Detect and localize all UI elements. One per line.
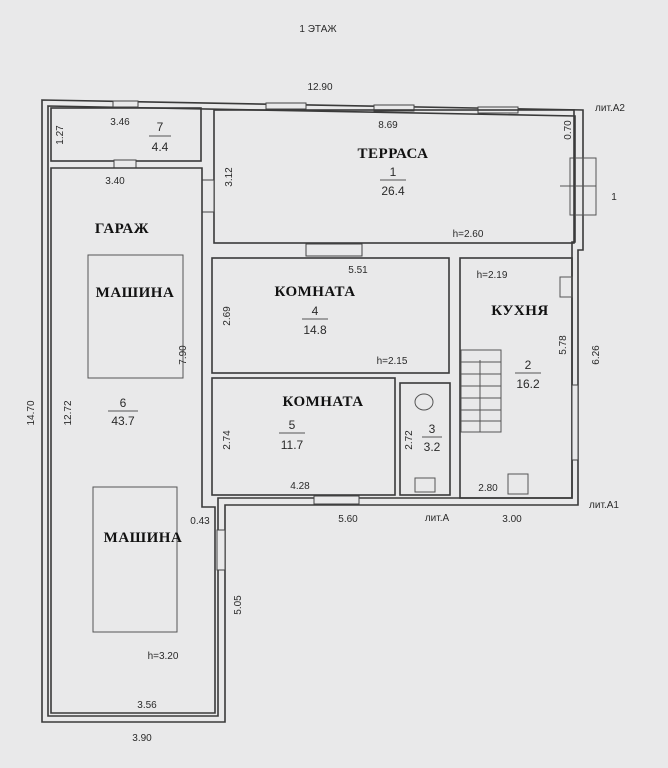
room-number: 5 (289, 418, 296, 432)
room-area: 3.2 (424, 440, 441, 454)
room-name: КУХНЯ (491, 303, 548, 319)
car-1 (87, 254, 184, 379)
window (373, 104, 415, 112)
car-label: МАШИНА (104, 530, 183, 546)
dim: 3.56 (137, 700, 157, 711)
dim: 5.60 (338, 514, 358, 525)
dim-14-70: 14.70 (26, 400, 37, 425)
stove-icon (507, 473, 529, 495)
dim: 2.74 (222, 430, 233, 450)
sink-icon (559, 276, 573, 298)
room-1-terrace (213, 109, 575, 244)
door (201, 179, 215, 213)
room-area: 16.2 (516, 377, 540, 391)
dim: 7.90 (178, 345, 189, 365)
room-number: 1 (390, 165, 397, 179)
outer-wall (41, 99, 584, 723)
room-7 (50, 107, 202, 162)
label-lit-a1: лит.А1 (589, 500, 619, 511)
window (313, 495, 360, 505)
window (571, 384, 579, 461)
dim: 3.12 (224, 167, 235, 187)
room-number: 4 (312, 304, 319, 318)
room-area: 14.8 (303, 323, 327, 337)
car-label: МАШИНА (96, 285, 175, 301)
dim: 3.40 (105, 176, 125, 187)
toilet-icon (414, 393, 434, 411)
room-area: 11.7 (281, 438, 304, 452)
car-2 (92, 486, 178, 633)
dim: 12.72 (63, 400, 74, 425)
room-area: 26.4 (381, 184, 405, 198)
room-height: h=2.15 (377, 356, 408, 367)
dim: 0.70 (563, 120, 574, 140)
stairs (460, 349, 502, 433)
window (216, 529, 226, 571)
dim: 5.05 (233, 595, 244, 615)
room-height: h=2.19 (477, 270, 508, 281)
room-number: 7 (157, 120, 164, 134)
dim: 2.69 (222, 306, 233, 326)
entrance-label: 1 (611, 192, 617, 203)
door (113, 159, 137, 169)
room-height: h=3.20 (148, 651, 179, 662)
room-height: h=2.60 (453, 229, 484, 240)
window (112, 100, 139, 108)
window (305, 243, 363, 257)
dim: 2.80 (478, 483, 498, 494)
dim: 3.46 (110, 117, 130, 128)
room-name: КОМНАТА (282, 394, 363, 410)
window (265, 102, 307, 110)
sink-icon (414, 477, 436, 493)
floor-title: 1 ЭТАЖ (299, 24, 337, 35)
room-2-kitchen (459, 257, 573, 499)
room-name: КОМНАТА (274, 284, 355, 300)
room-name: ГАРАЖ (95, 221, 149, 237)
dim: 3.00 (502, 514, 522, 525)
dim: 5.78 (558, 335, 569, 355)
room-number: 2 (525, 358, 532, 372)
dim: 8.69 (378, 120, 398, 131)
room-number: 3 (429, 422, 436, 436)
dim: 1.27 (55, 125, 66, 145)
dim: 0.43 (190, 516, 210, 527)
room-4 (211, 257, 450, 374)
label-lit-a: лит.А (425, 513, 450, 524)
dim: 4.28 (290, 481, 310, 492)
dim-12-90: 12.90 (307, 82, 332, 93)
room-number: 6 (120, 396, 127, 410)
dim: 2.72 (404, 430, 415, 450)
room-5 (211, 377, 396, 496)
room-name: ТЕРРАСА (358, 146, 429, 162)
room-3 (399, 382, 451, 496)
dim: 3.90 (132, 733, 152, 744)
dim: 5.51 (348, 265, 368, 276)
label-lit-a2: лит.А2 (595, 103, 625, 114)
room-area: 4.4 (152, 140, 169, 154)
dim: 6.26 (591, 345, 602, 365)
room-area: 43.7 (111, 414, 135, 428)
room-6-garage (50, 167, 216, 714)
